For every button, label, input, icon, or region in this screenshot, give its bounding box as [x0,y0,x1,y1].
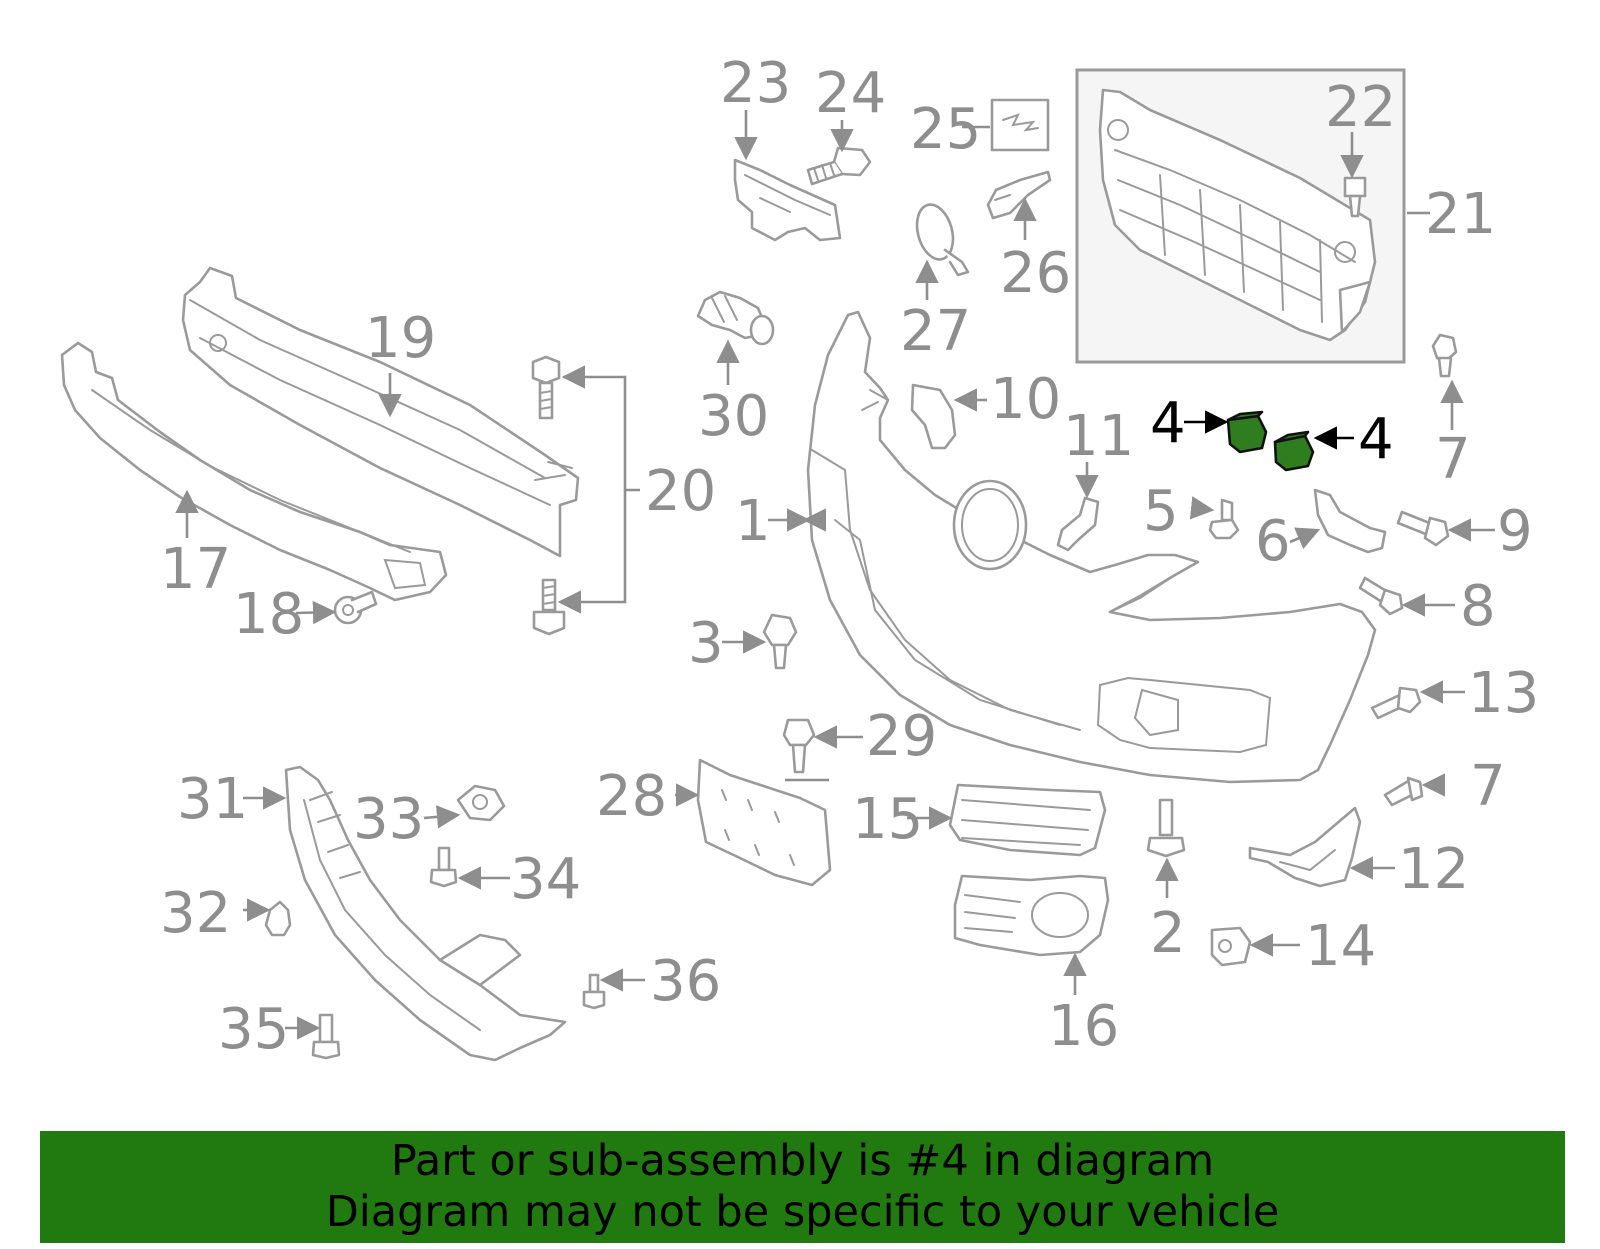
retainer-4-right [1273,430,1315,472]
leader-lines [175,110,1495,1040]
callout-16: 16 [1048,994,1119,1059]
retainer-4-left [1226,410,1268,454]
callout-2: 2 [1150,901,1186,966]
callout-11: 11 [1063,404,1134,469]
bumper-cover-1 [806,310,1377,784]
callout-8: 8 [1460,574,1496,639]
deflector-12 [1248,806,1362,888]
callout-19: 19 [365,306,436,371]
bolt-20-lower [532,578,566,636]
cover-27 [915,203,970,277]
clip-nut-33 [456,784,506,822]
bolt-8 [1358,576,1404,616]
callout-31: 31 [177,767,248,832]
bracket-11 [1056,496,1100,552]
bracket-6 [1313,488,1387,554]
callout-24: 24 [815,61,886,126]
bracket-23 [733,158,842,242]
callout-18: 18 [233,582,304,647]
bolt-2 [1146,798,1186,858]
callout-32: 32 [160,881,231,946]
bolt-20-upper [531,355,561,420]
callout-4-left: 4 [1150,391,1186,456]
callout-30: 30 [698,384,769,449]
callout-13: 13 [1468,661,1539,726]
callout-36: 36 [650,949,721,1014]
callout-1: 1 [735,489,771,554]
bolt-29 [782,718,816,774]
bolt-34 [429,846,458,888]
callout-12: 12 [1398,837,1469,902]
callout-23: 23 [720,51,791,116]
callout-17: 17 [160,537,231,602]
screw-36 [582,973,606,1010]
callout-15: 15 [852,787,923,852]
splash-shield-31 [284,765,567,1062]
callout-3: 3 [688,611,724,676]
callout-33: 33 [353,787,424,852]
clip-18 [333,590,378,625]
bolt-5 [1208,498,1240,540]
tow-hook-cap-26 [986,170,1052,220]
callout-5: 5 [1143,479,1179,544]
bracket-10 [910,383,957,450]
emblem-25 [990,98,1050,152]
callout-4-right: 4 [1358,407,1394,472]
banner-part-note: Part or sub-assembly is #4 in diagram [390,1136,1215,1186]
push-pin-7-lower [1383,776,1424,807]
fog-lamp-cover-16 [953,874,1110,957]
callout-9: 9 [1497,499,1533,564]
callout-20: 20 [645,459,716,524]
callout-25: 25 [910,97,981,162]
grille-insert-15 [948,783,1107,857]
bolt-35 [311,1013,341,1060]
bolt-24 [806,146,872,186]
info-banner: Part or sub-assembly is #4 in diagram Di… [40,1131,1565,1243]
grille-assembly-21 [1075,68,1406,364]
callout-27: 27 [900,299,971,364]
bolt-9 [1396,510,1450,547]
sensor-30 [696,290,775,346]
callout-22: 22 [1325,75,1396,140]
callout-29: 29 [866,704,937,769]
callout-35: 35 [218,997,289,1062]
callout-34: 34 [510,847,581,912]
callout-21: 21 [1425,182,1496,247]
banner-disclaimer: Diagram may not be specific to your vehi… [325,1187,1280,1237]
nut-14 [1210,926,1252,967]
push-pin-32 [264,900,292,937]
callout-26: 26 [1000,241,1071,306]
callout-7-upper: 7 [1435,427,1471,492]
license-bracket-28 [696,758,832,887]
energy-absorber-17 [60,341,448,602]
callout-10: 10 [990,367,1061,432]
clip-3 [762,613,798,670]
callout-7-lower: 7 [1470,754,1506,819]
callout-6: 6 [1255,509,1291,574]
push-pin-7-upper [1431,333,1458,378]
callout-28: 28 [596,764,667,829]
callout-labels: 1 2 3 4 4 5 6 7 7 8 9 10 11 12 13 14 15 … [160,51,1539,1062]
bolt-13 [1370,686,1422,720]
callout-14: 14 [1305,914,1376,979]
